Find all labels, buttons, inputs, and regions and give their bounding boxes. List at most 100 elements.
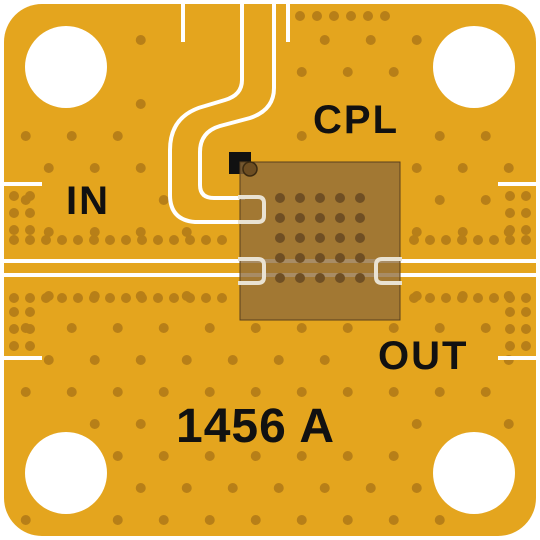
chip-via: [355, 213, 365, 223]
label-cpl: CPL: [313, 98, 399, 142]
chip-via: [335, 193, 345, 203]
via: [89, 235, 99, 245]
via: [227, 355, 238, 365]
via: [365, 483, 376, 493]
via: [158, 515, 169, 525]
mounting-hole-top-right: [433, 26, 515, 108]
chip-via: [335, 233, 345, 243]
via: [135, 99, 146, 109]
via: [342, 67, 353, 77]
via: [20, 323, 31, 333]
via: [457, 291, 468, 301]
label-part-number: 1456 A: [176, 400, 335, 453]
chip-via: [275, 213, 285, 223]
via: [473, 293, 483, 303]
via: [521, 235, 531, 245]
via: [411, 227, 422, 237]
via: [388, 451, 399, 461]
via: [388, 387, 399, 397]
via: [25, 307, 35, 317]
via: [411, 163, 422, 173]
via: [521, 307, 531, 317]
via: [521, 191, 531, 201]
chip-via: [355, 253, 365, 263]
via: [66, 387, 77, 397]
via: [411, 483, 422, 493]
mounting-hole-top-left: [25, 26, 107, 108]
via: [112, 451, 123, 461]
via: [158, 387, 169, 397]
via: [480, 195, 491, 205]
via: [296, 451, 307, 461]
chip-pin1-dot: [242, 161, 258, 177]
via: [169, 235, 179, 245]
via: [521, 208, 531, 218]
via: [89, 163, 100, 173]
chip-thermal-vias: [275, 193, 365, 283]
via: [169, 293, 179, 303]
via: [204, 515, 215, 525]
via: [363, 11, 373, 21]
via: [411, 291, 422, 301]
via: [201, 235, 211, 245]
via: [66, 323, 77, 333]
via: [112, 131, 123, 141]
via: [9, 293, 19, 303]
via: [135, 35, 146, 45]
via: [505, 191, 515, 201]
via: [342, 451, 353, 461]
via: [9, 341, 19, 351]
via: [25, 341, 35, 351]
via: [319, 483, 330, 493]
chip-via: [295, 253, 305, 263]
via: [9, 307, 19, 317]
via: [9, 235, 19, 245]
via: [480, 131, 491, 141]
via: [425, 235, 435, 245]
via: [20, 515, 31, 525]
via: [43, 227, 54, 237]
via: [181, 355, 192, 365]
chip-via: [275, 193, 285, 203]
via: [89, 227, 100, 237]
via: [503, 419, 514, 429]
via: [41, 235, 51, 245]
chip-via: [315, 233, 325, 243]
via: [204, 451, 215, 461]
chip-via: [335, 253, 345, 263]
chip-via: [295, 193, 305, 203]
via: [57, 235, 67, 245]
via: [250, 387, 261, 397]
chip-via: [355, 193, 365, 203]
via-field: [9, 11, 531, 525]
via: [135, 227, 146, 237]
via: [342, 515, 353, 525]
mounting-holes: [25, 26, 515, 514]
via: [112, 515, 123, 525]
via: [137, 235, 147, 245]
chip-via: [315, 253, 325, 263]
via: [296, 387, 307, 397]
chip-via: [295, 213, 305, 223]
via: [411, 419, 422, 429]
via: [505, 208, 515, 218]
via: [57, 293, 67, 303]
via: [319, 355, 330, 365]
chip-via: [295, 233, 305, 243]
via: [312, 11, 322, 21]
label-in: IN: [66, 179, 110, 223]
via: [457, 163, 468, 173]
via: [489, 293, 499, 303]
via: [409, 235, 419, 245]
via: [342, 387, 353, 397]
via: [20, 131, 31, 141]
via: [135, 355, 146, 365]
via: [296, 515, 307, 525]
via: [505, 307, 515, 317]
via: [66, 131, 77, 141]
via: [521, 293, 531, 303]
via: [158, 195, 169, 205]
via: [503, 227, 514, 237]
via: [43, 291, 54, 301]
via: [250, 451, 261, 461]
